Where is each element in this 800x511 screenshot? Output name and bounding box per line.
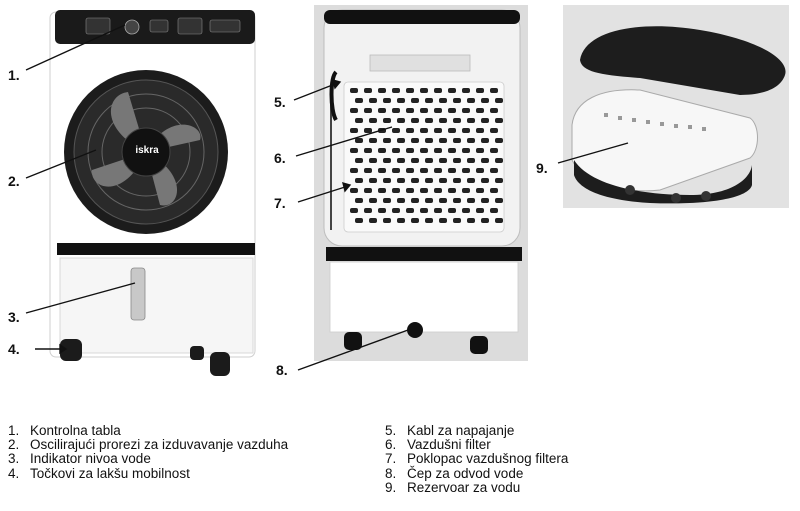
legend-number: 6. [385, 437, 397, 453]
legend-number: 5. [385, 423, 397, 438]
legend-number: 1. [8, 423, 20, 438]
legend-text: Rezervoar za vodu [407, 479, 521, 495]
legend-item: 5. Kabl za napajanje [385, 423, 568, 438]
legend-item: 7. Poklopac vazdušnog filtera [385, 452, 568, 466]
legend-text: Čep za odvod vode [407, 465, 524, 481]
brand-logo: iskra [135, 145, 159, 156]
callout-3: 3. [8, 309, 20, 325]
legend-item: 4. Točkovi za lakšu mobilnost [8, 465, 288, 481]
legend-number: 4. [8, 465, 20, 481]
legend-text: Kabl za napajanje [407, 423, 515, 438]
legend-item: 6. Vazdušni filter [385, 438, 568, 452]
callout-4: 4. [8, 341, 20, 357]
legend-item: 2. Oscilirajući prorezi za izduvavanje va… [8, 438, 288, 452]
callout-1: 1. [8, 67, 20, 83]
legend-number: 9. [385, 479, 397, 495]
legend-number: 3. [8, 451, 20, 467]
legend-number: 2. [8, 437, 20, 453]
legend-text: Točkovi za lakšu mobilnost [30, 465, 190, 481]
callout-7: 7. [274, 195, 286, 211]
legend-number: 8. [385, 465, 397, 481]
legend-right: 5. Kabl za napajanje 6. Vazdušni filter 7.… [385, 423, 568, 495]
legend-text: Oscilirajući prorezi za izduvavanje vazd… [30, 437, 289, 453]
legend-item: 1. Kontrolna tabla [8, 423, 288, 438]
legend-text: Poklopac vazdušnog filtera [407, 451, 569, 467]
callout-6: 6. [274, 150, 286, 166]
legend-left: 1. Kontrolna tabla 2. Oscilirajući prorezi… [8, 423, 288, 481]
legend-text: Vazdušni filter [407, 437, 491, 453]
callout-5: 5. [274, 94, 286, 110]
legend-item: 9. Rezervoar za vodu [385, 479, 568, 495]
legend-item: 3. Indikator nivoa vode [8, 452, 288, 466]
callout-9: 9. [536, 160, 548, 176]
legend-text: Indikator nivoa vode [30, 451, 151, 467]
callout-2: 2. [8, 173, 20, 189]
legend-item: 8. Čep za odvod vode [385, 465, 568, 481]
callout-8: 8. [276, 362, 288, 378]
legend-number: 7. [385, 451, 397, 467]
legend-text: Kontrolna tabla [30, 423, 121, 438]
